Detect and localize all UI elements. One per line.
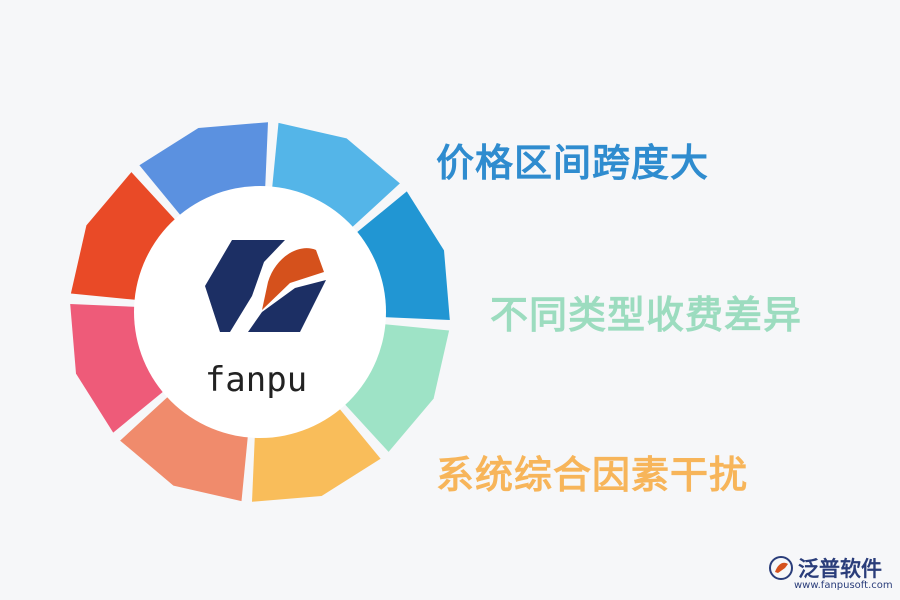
logo-wordmark: fanpu [204,360,308,400]
label-fee-difference: 不同类型收费差异 [490,293,803,337]
label-system-factors: 系统综合因素干扰 [436,453,749,497]
fanpu-logo-icon [205,240,326,332]
label-price-range: 价格区间跨度大 [436,141,710,185]
watermark-logo-icon [769,556,793,580]
center-circle [134,186,386,438]
watermark-url: www.fanpusoft.com [794,580,893,591]
watermark: 泛普软件 www.fanpusoft.com [768,553,896,597]
watermark-name: 泛普软件 [798,557,882,581]
